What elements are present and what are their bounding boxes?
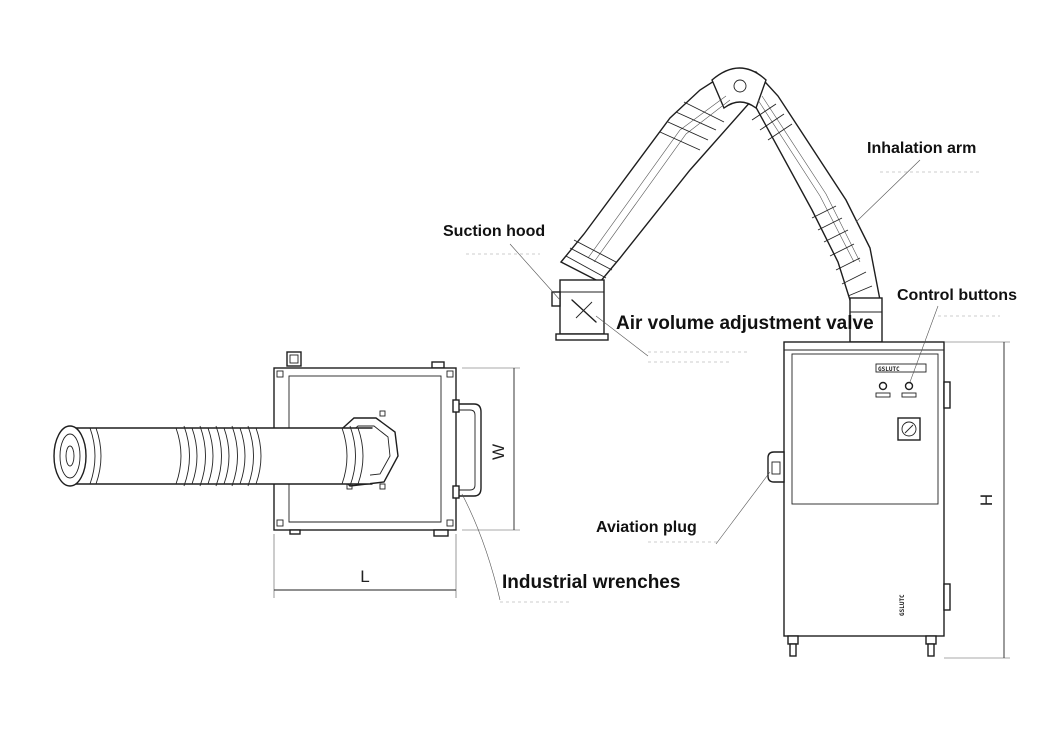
label-air-volume-valve: Air volume adjustment valve <box>616 313 874 334</box>
label-industrial-wrenches: Industrial wrenches <box>502 572 680 593</box>
label-aviation-plug: Aviation plug <box>596 519 697 536</box>
top-view: W L <box>53 351 520 598</box>
dimension-h-label: H <box>977 494 996 506</box>
control-panel <box>791 353 939 505</box>
svg-text:GSLUTC: GSLUTC <box>899 594 906 616</box>
label-control-buttons: Control buttons <box>897 287 1017 304</box>
control-button-2[interactable] <box>904 381 914 391</box>
dimension-w-label: W <box>489 444 508 460</box>
aviation-plug <box>767 451 785 483</box>
arm-bellows <box>175 425 262 487</box>
cabinet-front: GSLUTC GSLUTC H <box>767 341 1010 659</box>
control-button-1[interactable] <box>878 381 888 391</box>
inhalation-arm <box>559 67 883 343</box>
svg-text:GSLUTC: GSLUTC <box>878 366 900 373</box>
dimension-l-label: L <box>360 567 369 586</box>
suction-hood <box>551 279 609 341</box>
label-inhalation-arm: Inhalation arm <box>867 140 976 157</box>
label-suction-hood: Suction hood <box>443 223 545 240</box>
cabinet-body <box>783 341 945 637</box>
callouts: Inhalation arm Suction hood Air volume a… <box>443 140 1017 603</box>
